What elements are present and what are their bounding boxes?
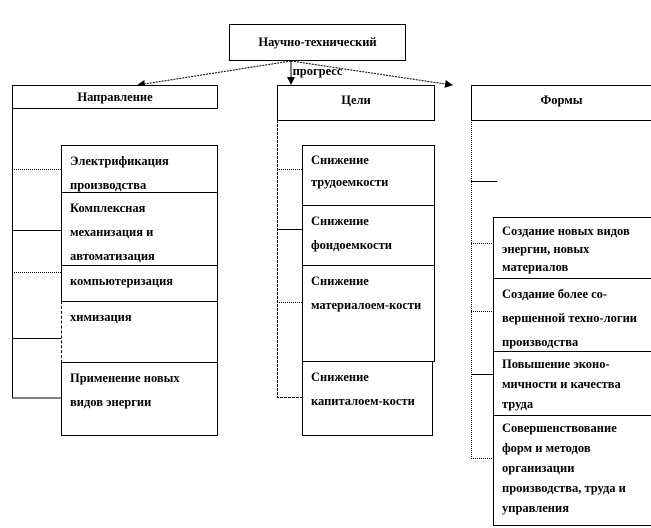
goal-item: Снижение материалоем-кости <box>302 265 435 362</box>
form-item: Создание новых видов энергии, новых мате… <box>493 217 651 279</box>
goal-item: Снижение капиталоем-кости <box>302 361 433 436</box>
arrow-to-forms <box>290 60 453 88</box>
direction-item: Применение новых видов энергии <box>61 362 218 436</box>
arrow-to-direction <box>137 60 292 88</box>
direction-header: Направление <box>12 85 218 109</box>
goal-item: Снижение фондоемкости <box>302 205 435 266</box>
form-item: Повышение эконо-мичности и качества труд… <box>493 351 651 416</box>
root-node: Научно-технический прогресс <box>229 24 406 78</box>
direction-item: химизация <box>61 301 218 363</box>
form-item: Совершенствование форм и методов организ… <box>493 415 651 526</box>
goal-item: Снижение трудоемкости <box>302 145 435 206</box>
form-item: Создание более со-вершенной техно-логии … <box>493 278 651 352</box>
goals-header: Цели <box>277 85 435 121</box>
direction-item: компьютеризация <box>61 265 218 302</box>
direction-item: Комплексная механизация и автоматизация <box>61 192 218 266</box>
forms-header: Формы <box>471 85 651 121</box>
direction-item: Электрификация производства <box>61 145 218 193</box>
